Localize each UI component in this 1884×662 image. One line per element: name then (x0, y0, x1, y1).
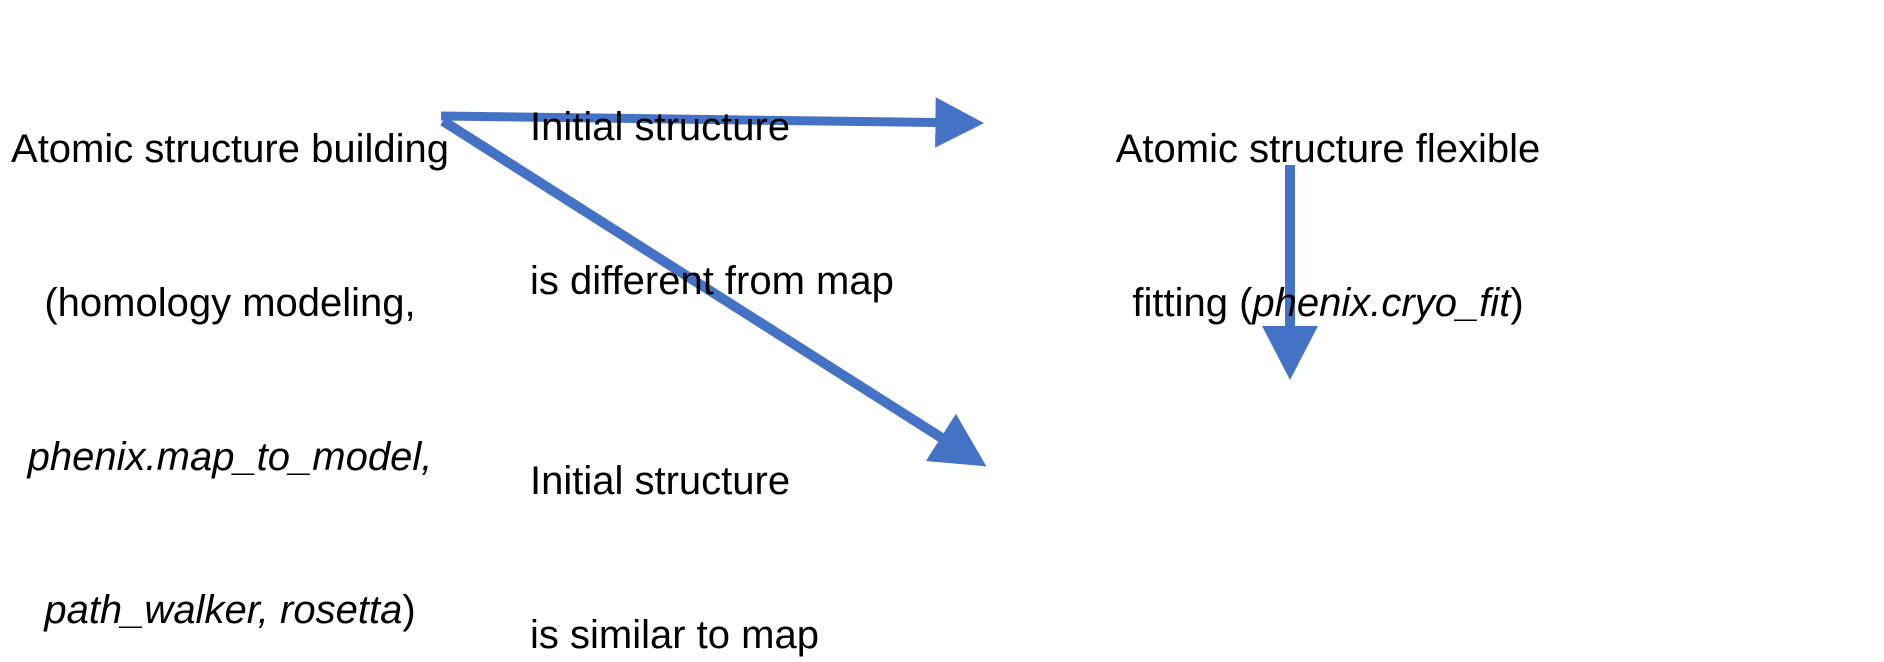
node-structure-building-line-4-italic: path_walker, rosetta (44, 588, 403, 633)
node-flexible-fitting-program: phenix.cryo_fit (1252, 280, 1511, 325)
edge-label-similar-line-1: Initial structure (530, 459, 791, 504)
edge-label-different-line-1: Initial structure (530, 105, 791, 150)
node-refinement: Atomic structure refinement (phenix.real… (1258, 556, 1884, 662)
edge-label-similar-to-map: Initial structure is similar to map (530, 354, 930, 662)
node-structure-building-line-4-close: ) (402, 588, 416, 633)
node-refinement-line-1: Atomic structure refinement (1258, 658, 1884, 662)
node-flexible-fitting: Atomic structure flexible fitting (pheni… (1078, 22, 1578, 432)
node-structure-building-line-4: path_walker, rosetta) (0, 585, 460, 636)
node-structure-building-line-1: Atomic structure building (11, 127, 449, 172)
node-flexible-fitting-line-1: Atomic structure flexible (1115, 127, 1541, 172)
node-flexible-fitting-prefix: fitting ( (1132, 280, 1253, 325)
node-structure-building-line-3: phenix.map_to_model, (27, 434, 433, 479)
node-flexible-fitting-line-2: fitting (phenix.cryo_fit) (1078, 278, 1578, 329)
edge-label-similar-line-2: is similar to map (530, 612, 819, 657)
node-flexible-fitting-suffix: ) (1510, 280, 1524, 325)
node-structure-building-line-2: (homology modeling, (44, 280, 416, 325)
edge-label-different-line-2: is different from map (530, 258, 894, 303)
edge-label-different-from-map: Initial structure is different from map (530, 0, 930, 410)
node-structure-building: Atomic structure building (homology mode… (0, 22, 460, 662)
